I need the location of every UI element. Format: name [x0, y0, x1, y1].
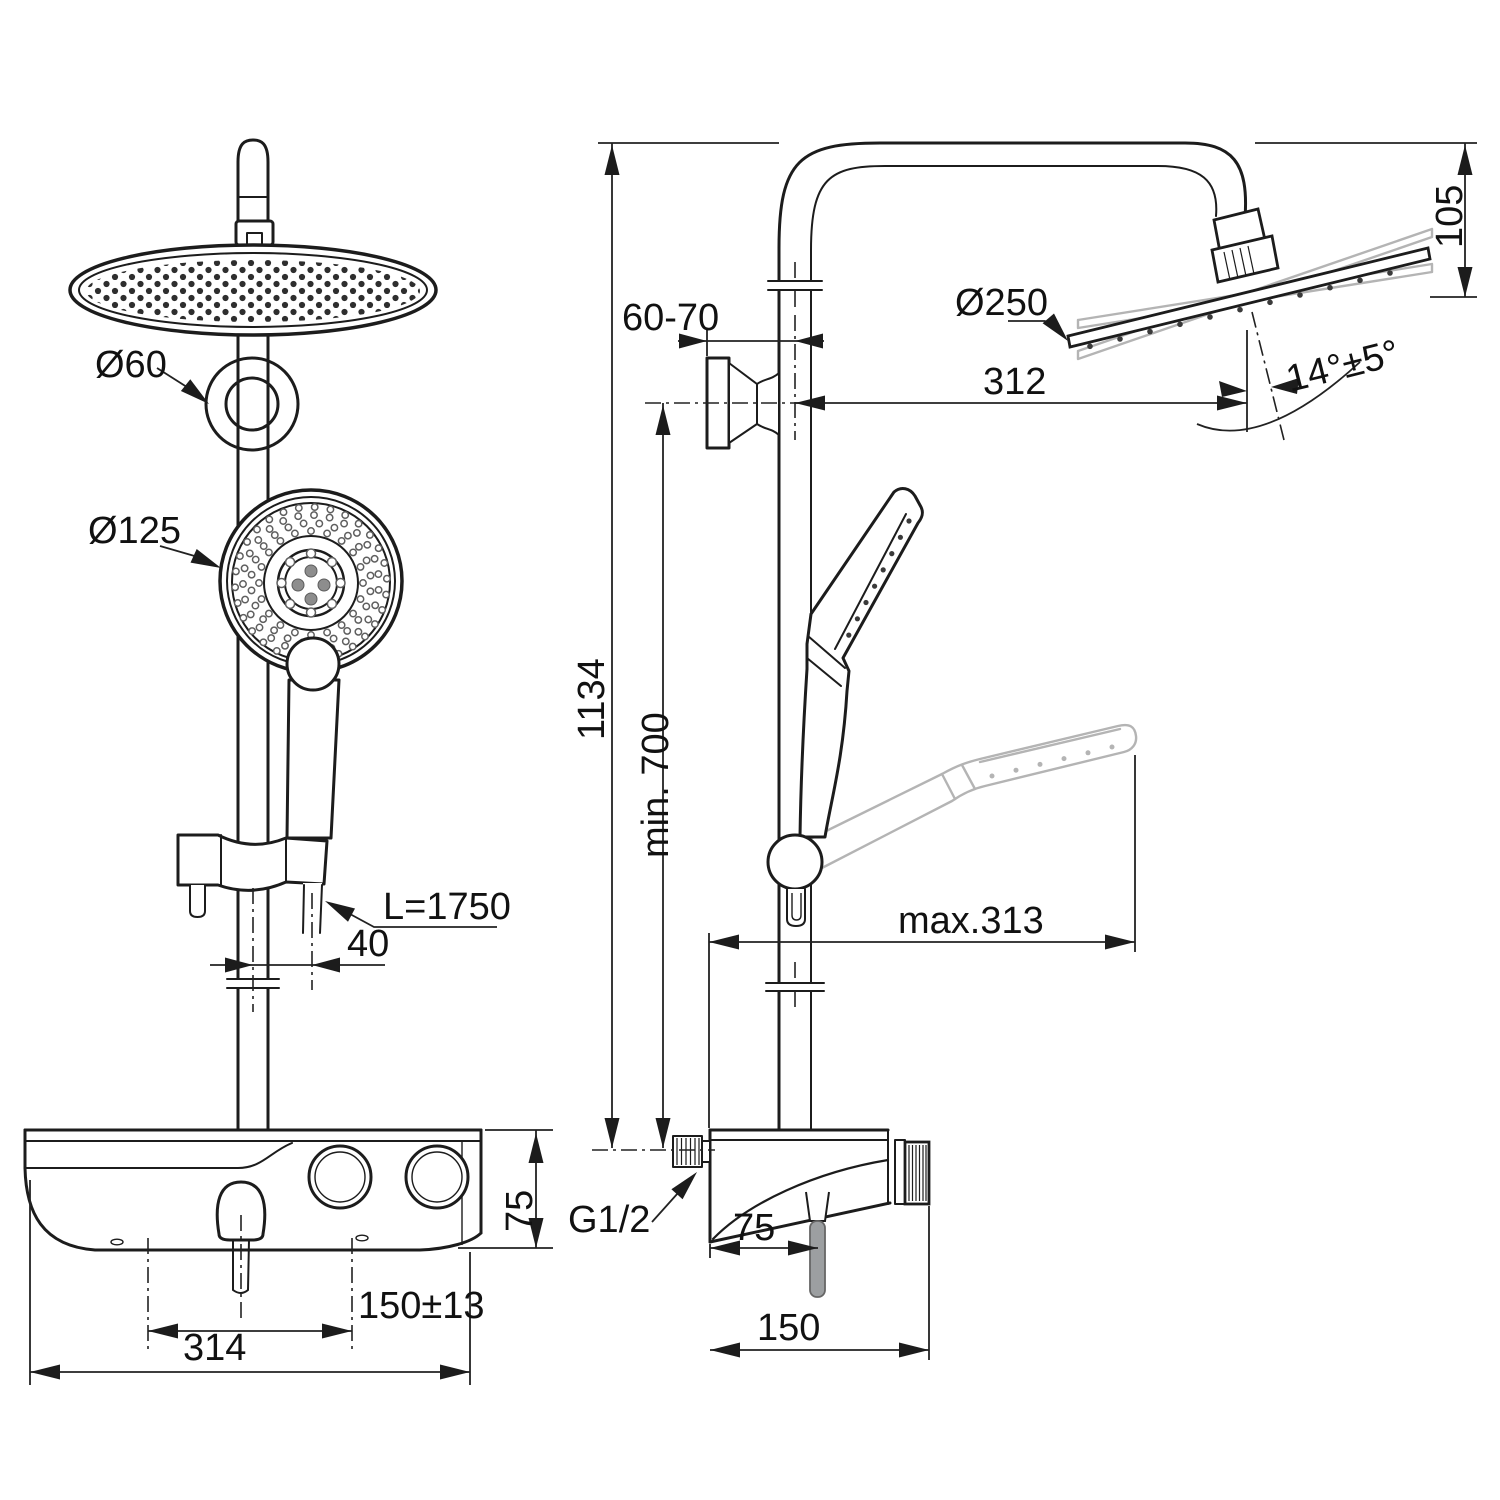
thermostat-front [23, 1128, 483, 1318]
label-hose-offset: 40 [347, 923, 389, 965]
dimension-lines [29, 142, 1477, 1385]
label-min-mounting-height: min. 700 [635, 712, 677, 858]
label-head-angle: 14°±5° [1282, 332, 1403, 400]
pipe-break-side-lower [765, 962, 825, 1012]
handset-side [798, 487, 924, 839]
label-hose-length: L=1750 [383, 886, 511, 928]
pipe-break-side-upper [766, 262, 824, 310]
label-head-height: 105 [1429, 185, 1471, 248]
front-view [23, 138, 483, 1318]
rail-bracket-front [204, 356, 300, 452]
riser-pipe-side [777, 141, 1248, 1132]
rain-head-nozzles [1087, 270, 1393, 350]
label-outlet-offset: 75 [733, 1207, 775, 1249]
label-handset-projection: max.313 [898, 900, 1044, 942]
handset-ghost-side [810, 723, 1138, 871]
label-body-width: 314 [183, 1327, 246, 1369]
label-handset-diameter: Ø125 [88, 510, 181, 552]
slider-side [766, 833, 824, 927]
g-half-thread [672, 1135, 703, 1168]
thermostat-side [672, 1128, 931, 1298]
dimension-labels: Ø60 Ø125 L=1750 40 75 150±13 314 1134 mi… [88, 185, 1471, 1369]
outlet-front [215, 1180, 267, 1242]
handset-spray-dots [231, 503, 391, 663]
label-total-height: 1134 [571, 658, 613, 740]
hose-side [809, 1220, 826, 1298]
rain-shower-head-side [1066, 207, 1432, 350]
outlet-side [805, 1191, 830, 1222]
handset-front [218, 488, 404, 840]
label-bracket-diameter: Ø60 [95, 344, 167, 386]
label-thread-size: G1/2 [568, 1199, 650, 1241]
label-arm-projection: 312 [983, 361, 1046, 403]
bracket-pin [189, 884, 206, 918]
label-body-height: 75 [499, 1190, 541, 1232]
label-wall-clearance: 60-70 [622, 297, 719, 339]
label-body-depth: 150 [757, 1307, 820, 1349]
side-view [672, 141, 1434, 1298]
label-rain-head-diameter: Ø250 [955, 282, 1048, 324]
handset-handle-front [285, 678, 341, 840]
rain-shower-head-front [68, 243, 438, 337]
label-inlet-spacing: 150±13 [358, 1285, 485, 1327]
